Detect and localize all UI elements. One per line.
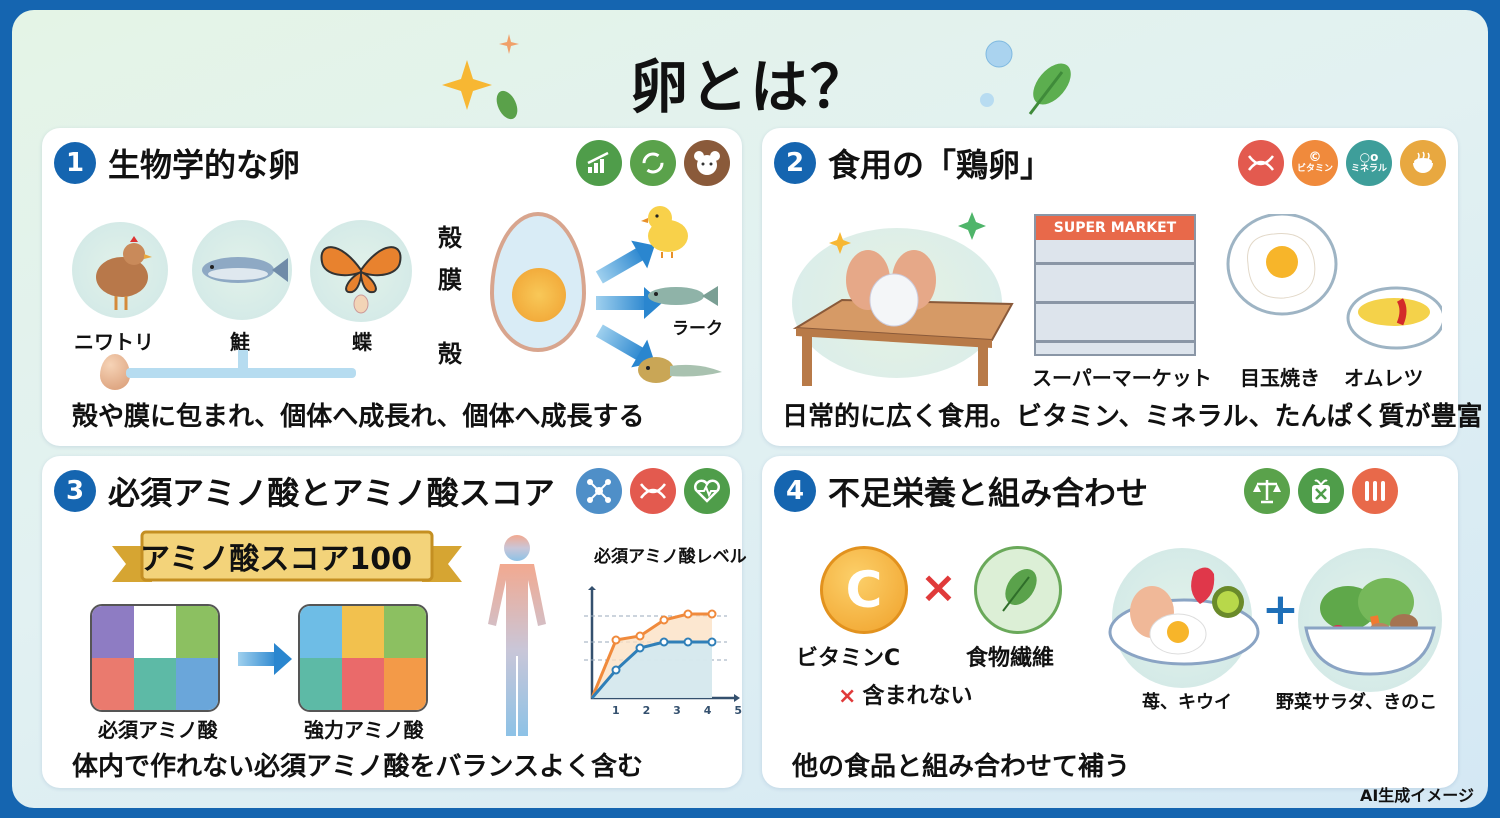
section-heading: 不足栄養と組み合わせ bbox=[828, 474, 1149, 512]
fried-egg-label: 目玉焼き bbox=[1240, 366, 1320, 390]
dna-icon bbox=[630, 468, 676, 514]
animal-label-salmon: 鮭 bbox=[230, 330, 250, 354]
growth-chart-icon bbox=[576, 140, 622, 186]
fried-egg-omelette-icon bbox=[1226, 214, 1442, 350]
chick-icon bbox=[641, 206, 688, 258]
cutlery-icon bbox=[1352, 468, 1398, 514]
egg-cross-section-icon bbox=[490, 212, 586, 352]
chicken-icon bbox=[72, 222, 168, 318]
section-number-badge: 2 bbox=[774, 142, 816, 184]
supermarket-shelf-icon: SUPER MARKET bbox=[1034, 214, 1196, 356]
section-biological-egg: 1 生物学的な卵 ニワトリ 鮭 蝶 殻 膜 殻 bbox=[42, 128, 742, 446]
egg-part-shell-label-2: 殻 bbox=[438, 340, 462, 368]
section-number-badge: 4 bbox=[774, 470, 816, 512]
supermarket-sign: SUPER MARKET bbox=[1036, 216, 1194, 240]
section-nutrition-combination: 4 不足栄養と組み合わせ C × ビタミンC 食物繊維 ×含まれない + bbox=[762, 456, 1458, 788]
animal-face-icon bbox=[684, 140, 730, 186]
amino-score-banner: アミノ酸スコア100 bbox=[140, 542, 413, 577]
no-bag-icon bbox=[1298, 468, 1344, 514]
heart-pulse-icon bbox=[684, 468, 730, 514]
puzzle-incomplete-icon bbox=[90, 604, 220, 712]
section-number-badge: 1 bbox=[54, 142, 96, 184]
chart-title: 必須アミノ酸レベル bbox=[594, 547, 747, 567]
section-caption: 体内で作れない必須アミノ酸をバランスよく含む bbox=[72, 752, 643, 782]
transform-arrow bbox=[238, 643, 292, 675]
plus-icon: + bbox=[1262, 584, 1299, 635]
section-heading: 食用の「鶏卵」 bbox=[828, 146, 1053, 184]
lifecycle-connector-branch bbox=[238, 350, 248, 372]
amino-level-chart bbox=[584, 586, 740, 702]
outcome-label: ラーク bbox=[672, 319, 723, 339]
section-heading: 生物学的な卵 bbox=[108, 146, 301, 184]
supermarket-label: スーパーマーケット bbox=[1032, 366, 1212, 390]
page-title: 卵とは？ bbox=[629, 53, 870, 121]
leaf-small-icon bbox=[496, 90, 518, 120]
sparkle-small-icon bbox=[499, 34, 519, 54]
salad-bowl-icon bbox=[1304, 578, 1436, 676]
human-body-icon bbox=[488, 535, 546, 736]
tadpole-icon bbox=[638, 357, 722, 383]
egg-icon bbox=[100, 354, 130, 390]
animal-label-butterfly: 蝶 bbox=[352, 330, 372, 354]
omelette-label: オムレツ bbox=[1344, 366, 1424, 390]
butterfly-icon bbox=[310, 220, 412, 322]
section-amino-acid: 3 必須アミノ酸とアミノ酸スコア アミノ酸スコア100 必須アミノ酸 強力アミノ… bbox=[42, 456, 747, 788]
salad-combo-label: 野菜サラダ、きのこ bbox=[1276, 692, 1438, 713]
puzzle-complete-icon bbox=[298, 604, 428, 712]
puzzle-label-strong: 強力アミノ酸 bbox=[304, 718, 424, 742]
rice-bowl-icon bbox=[1400, 140, 1446, 186]
eggs-on-table-icon bbox=[792, 212, 1014, 386]
fish-icon bbox=[648, 286, 718, 306]
ribbon-banner bbox=[112, 530, 462, 582]
infographic-frame: 卵とは？ 1 生物学的な卵 ニワトリ 鮭 蝶 殻 膜 殻 bbox=[12, 10, 1488, 808]
growth-arrow bbox=[596, 287, 662, 319]
vitamin-icon: ©ビタミン bbox=[1292, 140, 1338, 186]
balance-scale-icon bbox=[1244, 468, 1290, 514]
dietary-fiber-icon bbox=[974, 546, 1062, 634]
leaf-icon bbox=[1028, 63, 1071, 115]
water-bubbles-icon bbox=[980, 40, 1013, 107]
animal-label-chicken: ニワトリ bbox=[74, 330, 154, 354]
lifecycle-connector bbox=[126, 368, 356, 378]
egg-part-shell-label: 殻 bbox=[438, 224, 462, 252]
fruit-combo-label: 苺、キウイ bbox=[1142, 692, 1232, 713]
section-caption: 日常的に広く食用。ビタミン、ミネラル、たんぱく質が豊富 bbox=[782, 402, 1483, 432]
not-included-label: ×含まれない bbox=[838, 684, 973, 709]
section-caption: 他の食品と組み合わせて補う bbox=[792, 752, 1131, 782]
vitamin-c-icon: C bbox=[820, 546, 908, 634]
section-caption: 殻や膜に包まれ、個体へ成長れ、個体へ成長する bbox=[72, 402, 645, 432]
ai-generated-note: AI生成イメージ bbox=[1359, 786, 1474, 805]
cycle-icon bbox=[630, 140, 676, 186]
egg-part-membrane-label: 膜 bbox=[438, 266, 462, 294]
cross-mark-icon: × bbox=[920, 562, 957, 613]
vitamin-c-label: ビタミンC bbox=[796, 646, 901, 671]
salmon-icon bbox=[192, 220, 292, 320]
sparkle-icon bbox=[442, 60, 492, 110]
section-number-badge: 3 bbox=[54, 470, 96, 512]
egg-fruit-plate-icon bbox=[1108, 567, 1260, 666]
section-heading: 必須アミノ酸とアミノ酸スコア bbox=[108, 474, 555, 512]
puzzle-label-essential: 必須アミノ酸 bbox=[98, 718, 218, 742]
dietary-fiber-label: 食物繊維 bbox=[966, 646, 1055, 671]
molecule-icon bbox=[576, 468, 622, 514]
dna-icon bbox=[1238, 140, 1284, 186]
